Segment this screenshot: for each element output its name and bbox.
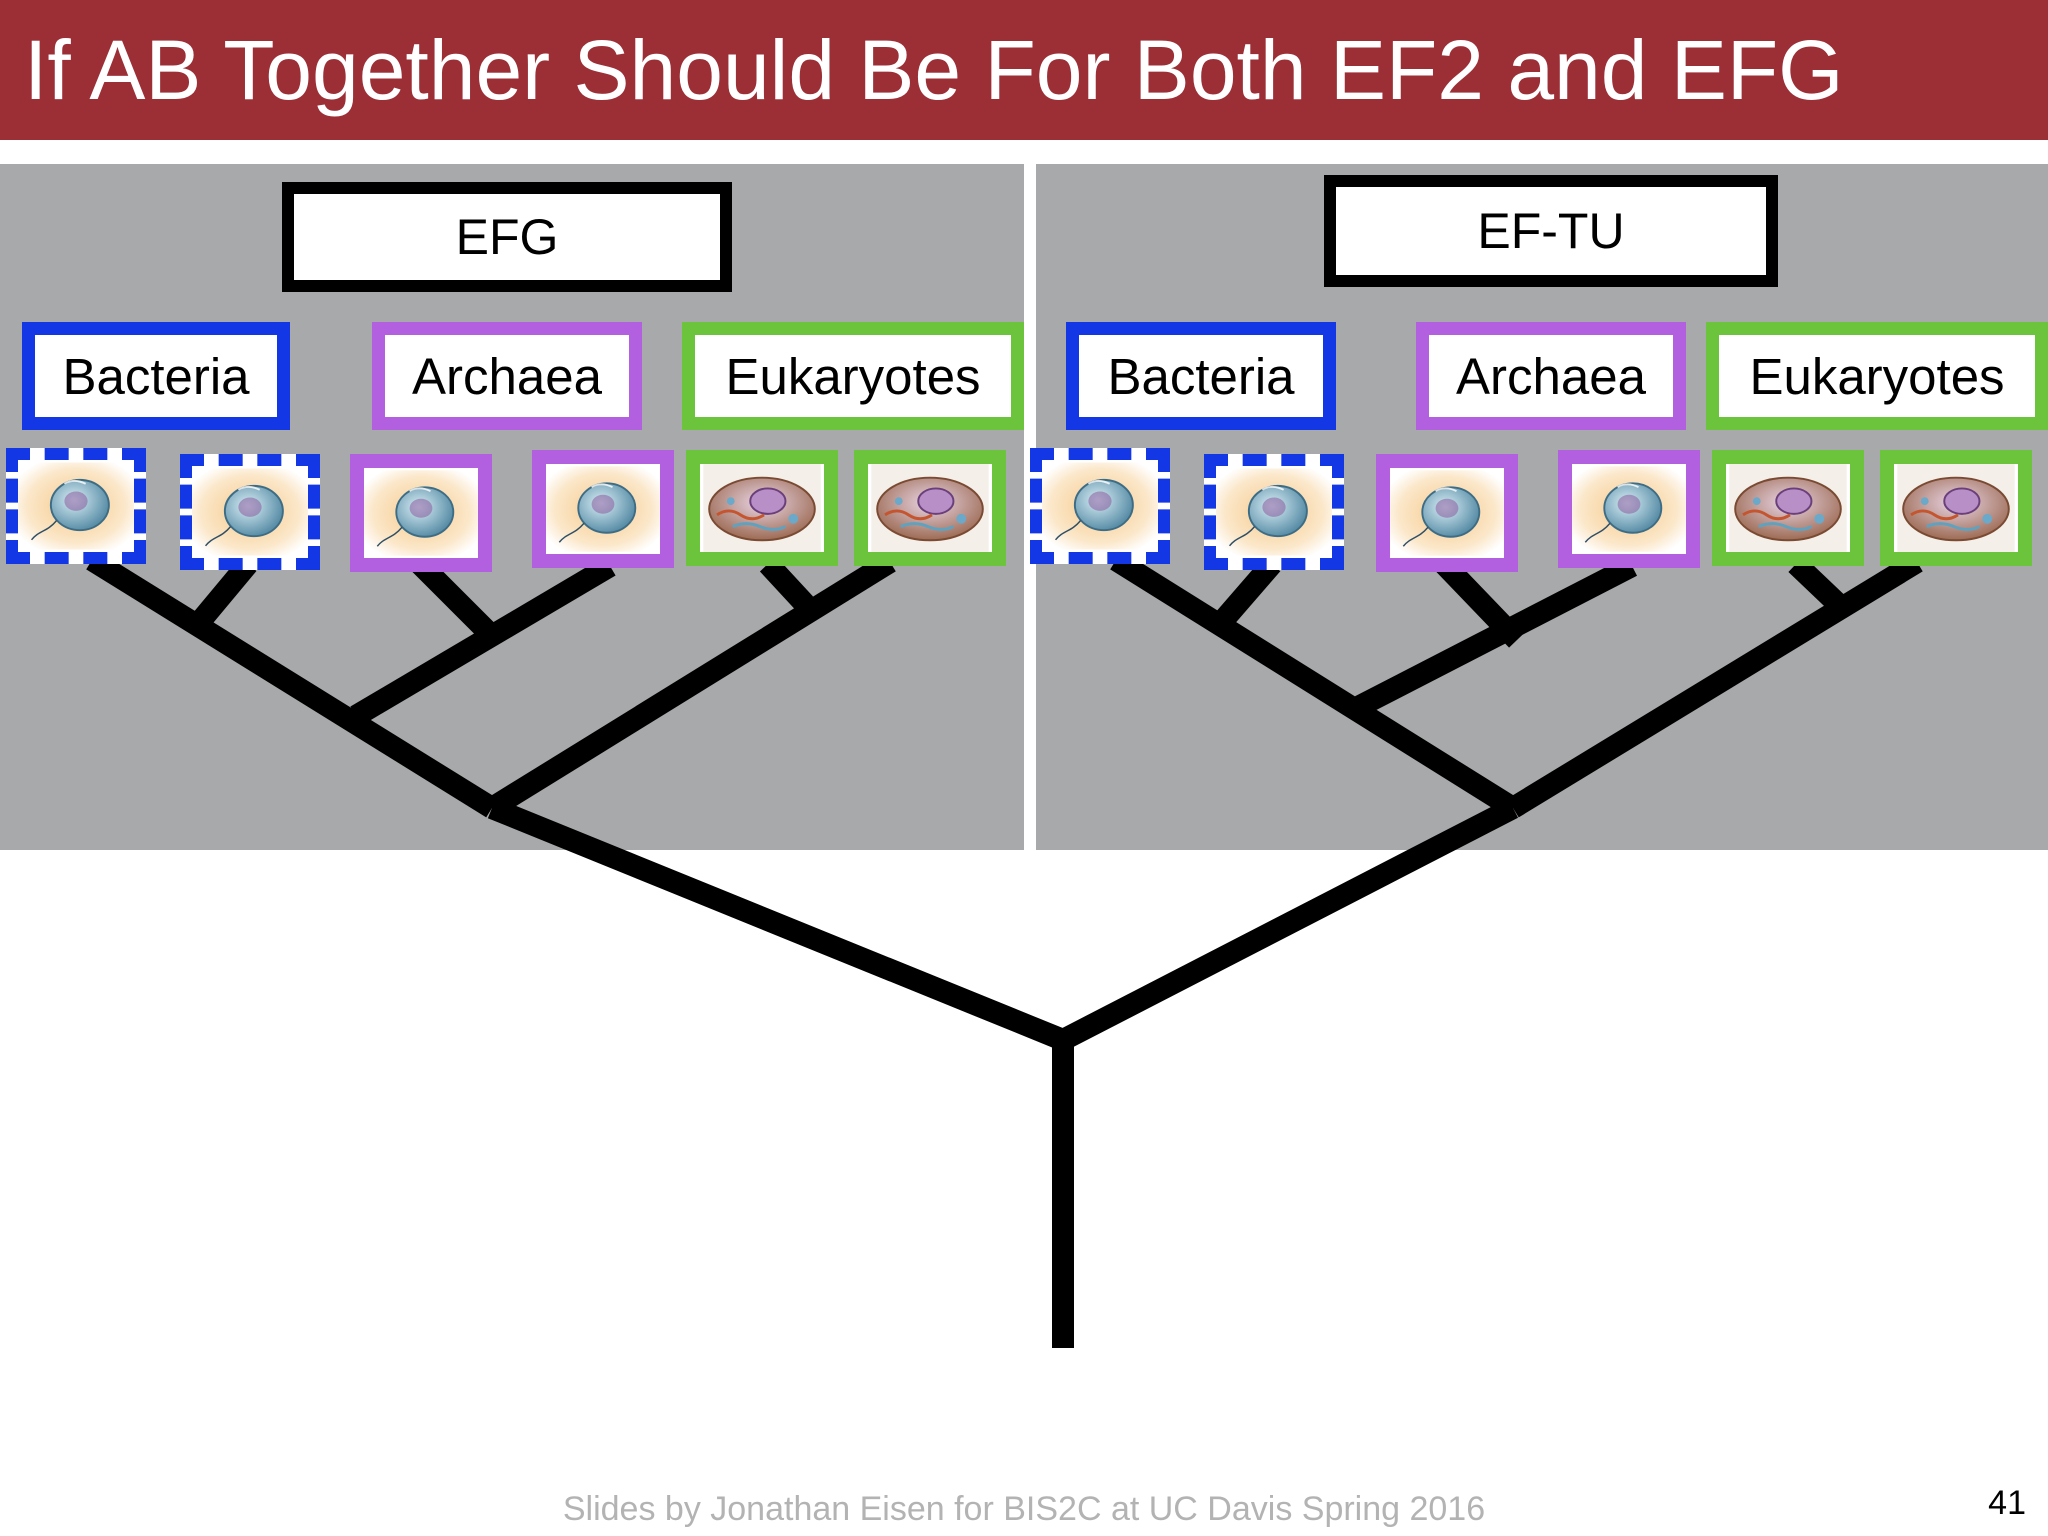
prokaryote-cell-icon xyxy=(1572,464,1686,554)
tree-branch xyxy=(1507,552,1923,818)
prokaryote-cell-icon xyxy=(1216,466,1332,558)
left-archaea-cell-2 xyxy=(532,450,674,568)
right-bacteria-cell-1 xyxy=(1030,448,1170,564)
left-eukaryote-cell-1 xyxy=(686,450,838,566)
right-eukaryote-cell-2 xyxy=(1880,450,2032,566)
tree-branch xyxy=(759,556,814,612)
right-archaea-cell-1 xyxy=(1376,454,1518,572)
right-eukaryote-cell-1 xyxy=(1712,450,1864,566)
prokaryote-cell-icon xyxy=(364,468,478,558)
right-bacteria-cell-2 xyxy=(1204,454,1344,570)
prokaryote-cell-icon xyxy=(546,464,660,554)
eukaryote-cell-icon xyxy=(1894,464,2018,552)
tree-branch xyxy=(189,556,257,632)
slide-footer: Slides by Jonathan Eisen for BIS2C at UC… xyxy=(562,1490,1486,1528)
eftu-label: EF-TU xyxy=(1324,175,1778,287)
tree-branch xyxy=(486,552,896,818)
left-archaea-label: Archaea xyxy=(372,322,642,430)
left-bacteria-label: Bacteria xyxy=(22,322,290,430)
tree-branch xyxy=(1788,556,1846,612)
efg-label: EFG xyxy=(282,182,732,292)
prokaryote-cell-icon xyxy=(1390,468,1504,558)
prokaryote-cell-icon xyxy=(18,460,134,552)
title-bar: If AB Together Should Be For Both EF2 an… xyxy=(0,0,2048,140)
right-archaea-label: Archaea xyxy=(1416,322,1686,430)
tree-branch xyxy=(1436,556,1525,648)
tree-branch xyxy=(412,556,500,644)
slide-title: If AB Together Should Be For Both EF2 an… xyxy=(24,23,1844,117)
prokaryote-cell-icon xyxy=(192,466,308,558)
tree-branch xyxy=(1211,556,1281,632)
right-eukaryotes-label: Eukaryotes xyxy=(1706,322,2048,430)
right-bacteria-label: Bacteria xyxy=(1066,322,1336,430)
eukaryote-cell-icon xyxy=(868,464,992,552)
left-eukaryote-cell-2 xyxy=(854,450,1006,566)
left-eukaryotes-label: Eukaryotes xyxy=(682,322,1024,430)
tree-branch xyxy=(1110,550,1519,818)
left-bacteria-cell-2 xyxy=(180,454,320,570)
eukaryote-cell-icon xyxy=(700,464,824,552)
right-archaea-cell-2 xyxy=(1558,450,1700,568)
tree-branch xyxy=(1057,798,1519,1050)
prokaryote-cell-icon xyxy=(1042,460,1158,552)
tree-branch xyxy=(1354,556,1638,716)
left-archaea-cell-1 xyxy=(350,454,492,572)
eukaryote-cell-icon xyxy=(1726,464,1850,552)
tree-branch xyxy=(86,550,498,818)
left-bacteria-cell-1 xyxy=(6,448,146,564)
page-number: 41 xyxy=(1988,1484,2026,1522)
tree-branch xyxy=(487,797,1068,1051)
